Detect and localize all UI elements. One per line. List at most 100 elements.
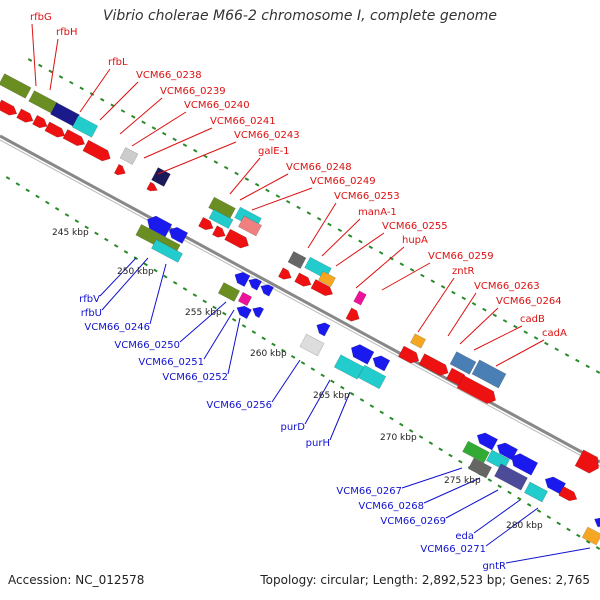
leader-line xyxy=(119,97,163,135)
leader-line xyxy=(101,257,149,311)
leader-line xyxy=(307,202,337,249)
gene-feature xyxy=(217,282,241,302)
forward-gene-labels: rfbGrfbHrfbLVCM66_0238VCM66_0239VCM66_02… xyxy=(30,12,567,339)
reverse-gene-label: rfbV xyxy=(79,294,100,305)
leader-line xyxy=(329,391,351,441)
outer-tick xyxy=(244,177,250,181)
reverse-gene-label: VCM66_0269 xyxy=(380,516,446,527)
leader-line xyxy=(99,257,137,297)
forward-gene-label: VCM66_0249 xyxy=(310,176,376,187)
leader-line xyxy=(251,187,313,211)
gene-feature xyxy=(236,305,252,320)
leader-line xyxy=(203,309,235,360)
leader-line xyxy=(335,232,385,267)
outer-tick xyxy=(79,86,84,91)
inner-tick xyxy=(310,367,316,372)
scale-label: 245 kbp xyxy=(52,228,89,238)
forward-gene-label: zntR xyxy=(452,266,475,277)
inner-tick xyxy=(172,280,178,285)
topology-label: Topology: circular; Length: 2,892,523 bp… xyxy=(260,573,590,587)
outer-tick xyxy=(461,296,466,301)
gene-feature xyxy=(476,432,498,451)
gene-feature xyxy=(594,517,600,528)
gene-feature xyxy=(198,216,214,231)
inner-tick xyxy=(438,447,443,452)
inner-tick xyxy=(497,484,502,489)
inner-tick xyxy=(74,219,80,224)
inner-tick xyxy=(507,490,512,495)
gene-feature xyxy=(372,355,391,372)
outer-tick xyxy=(285,199,291,204)
inner-tick xyxy=(45,200,50,205)
inner-tick xyxy=(448,453,453,458)
inner-tick xyxy=(379,410,384,415)
outer-tick xyxy=(182,143,188,147)
inner-tick xyxy=(192,293,198,298)
inner-tick xyxy=(123,250,129,254)
inner-tick xyxy=(35,194,40,199)
inner-tick xyxy=(556,521,561,526)
leader-line xyxy=(31,23,37,87)
inner-tick xyxy=(566,527,571,532)
forward-gene-label: VCM66_0239 xyxy=(160,86,226,97)
outer-tick xyxy=(141,120,146,125)
outer-tick xyxy=(254,182,260,187)
inner-tick xyxy=(389,416,394,421)
gene-feature xyxy=(398,345,420,364)
outer-tick xyxy=(193,148,198,153)
forward-gene-label: cadA xyxy=(542,328,567,339)
reverse-gene-label: VCM66_0251 xyxy=(138,357,204,368)
outer-tick-track xyxy=(27,58,600,374)
inner-tick xyxy=(251,330,257,335)
reverse-gene-labels: rfbVrfbUVCM66_0246VCM66_0250VCM66_0251VC… xyxy=(79,294,506,572)
reverse-gene-label: VCM66_0268 xyxy=(358,501,424,512)
outer-tick xyxy=(451,290,456,295)
accession-label: Accession: NC_012578 xyxy=(8,573,145,587)
leader-line xyxy=(473,325,523,351)
inner-tick xyxy=(428,441,434,446)
outer-tick xyxy=(306,211,312,216)
gene-feature xyxy=(471,359,507,389)
inner-tick xyxy=(320,373,325,378)
outer-tick xyxy=(223,165,229,170)
gene-feature xyxy=(558,486,578,502)
forward-gene-label: VCM66_0253 xyxy=(334,191,400,202)
leader-line xyxy=(473,499,521,534)
gene-feature xyxy=(544,476,566,495)
gene-feature xyxy=(316,322,331,337)
outer-tick xyxy=(347,233,353,238)
gene-feature xyxy=(353,290,367,306)
inner-tick xyxy=(290,354,296,359)
forward-gene-label: VCM66_0263 xyxy=(474,281,540,292)
inner-tick xyxy=(300,361,306,365)
gene-feature xyxy=(511,453,539,476)
gene-feature xyxy=(208,209,234,229)
forward-gene-label: VCM66_0241 xyxy=(210,116,276,127)
reverse-gene-label: eda xyxy=(455,531,474,542)
gene-feature xyxy=(574,449,599,474)
leader-line xyxy=(447,292,477,337)
outer-tick xyxy=(234,171,239,176)
reverse-gene-label: VCM66_0252 xyxy=(162,372,228,383)
outer-tick xyxy=(430,279,435,284)
leader-line xyxy=(304,379,331,425)
leader-line xyxy=(79,68,111,113)
gene-feature xyxy=(318,270,336,288)
gene-feature xyxy=(299,333,325,357)
inner-tick xyxy=(113,243,119,248)
inner-tick xyxy=(231,317,237,322)
forward-gene-label: galE-1 xyxy=(258,146,290,157)
outer-tick xyxy=(203,154,208,159)
gene-feature xyxy=(581,526,600,546)
gene-feature xyxy=(32,114,48,129)
inner-tick xyxy=(536,509,542,513)
forward-gene-label: VCM66_0238 xyxy=(136,70,202,81)
gene-feature xyxy=(146,181,158,192)
leader-line xyxy=(485,507,539,547)
outer-tick xyxy=(575,358,580,363)
gene-feature xyxy=(278,267,292,280)
inner-tick xyxy=(163,274,168,279)
forward-gene-label: VCM66_0255 xyxy=(382,221,448,232)
outer-tick xyxy=(162,131,167,136)
